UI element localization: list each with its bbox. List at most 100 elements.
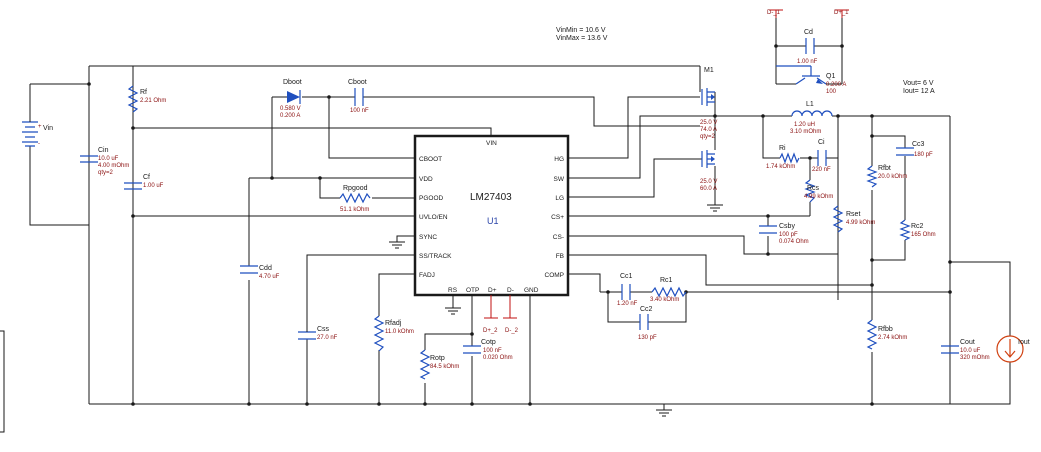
ic-name: LM27403 xyxy=(470,192,512,203)
rfbb-value: 2.74 kOhm xyxy=(878,335,907,341)
cin-qty: qty=2 xyxy=(98,170,114,176)
voltage-source-icon xyxy=(22,120,38,147)
ci-ref: Ci xyxy=(818,139,825,146)
pin-hg: HG xyxy=(554,156,564,163)
pin-sync: SYNC xyxy=(419,234,437,241)
cf-capacitor[interactable]: Cf 1.00 uF xyxy=(124,174,164,190)
cdd-capacitor[interactable]: Cdd 4.70 uF xyxy=(240,265,280,280)
ground-icon xyxy=(389,241,405,249)
wires xyxy=(29,18,1011,405)
dboot-if: 0.200 A xyxy=(280,113,300,119)
junctions xyxy=(87,44,952,406)
diff-port-2[interactable]: D+_2 D-_2 xyxy=(483,295,519,334)
dport2-minus: D-_2 xyxy=(505,328,519,334)
ground-icon xyxy=(707,204,723,212)
rc2-value: 165 Ohm xyxy=(911,232,936,238)
csby-capacitor[interactable]: Csby 100 pF 0.074 Ohm xyxy=(759,223,809,245)
cc1-ref: Cc1 xyxy=(620,273,633,280)
pin-cs-minus: CS- xyxy=(553,234,564,241)
rfbb-ref: Rfbb xyxy=(878,326,893,333)
rpgood-ref: Rpgood xyxy=(343,185,368,192)
current-sink-icon xyxy=(996,335,1024,363)
pin-cs-plus: CS+ xyxy=(551,214,564,221)
vin-minus: - xyxy=(38,141,40,147)
q1-transistor[interactable]: Q1 0.200 A 100 xyxy=(776,65,846,95)
vin-source[interactable]: + - Vin xyxy=(22,120,53,147)
css-ref: Css xyxy=(317,326,330,333)
dboot-diode[interactable]: Dboot 0.580 V 0.200 A xyxy=(280,79,302,119)
cc3-value: 180 pF xyxy=(914,152,933,158)
rfadj-resistor[interactable]: Rfadj 11.0 kOhm xyxy=(373,315,414,352)
rc2-resistor[interactable]: Rc2 165 Ohm xyxy=(899,219,936,241)
q1-ref: Q1 xyxy=(826,73,835,80)
m1-mosfets[interactable]: M1 25.0 V 74.0 A qty=2 25.0 V 60.0 A xyxy=(700,67,717,192)
pin-dplus: D+ xyxy=(488,287,497,294)
ic-ref: U1 xyxy=(487,216,499,226)
cc2-value: 130 pF xyxy=(638,335,657,341)
spec-iout: Iout= 12 A xyxy=(903,88,935,95)
ri-resistor[interactable]: Ri 1.74 kOhm xyxy=(766,145,800,170)
cotp-capacitor[interactable]: Cotp 100 nF 0.020 Ohm xyxy=(463,339,513,361)
diode-icon xyxy=(287,90,301,104)
m1-high-id: 74.0 A xyxy=(700,127,717,133)
cin-ref: Cin xyxy=(98,147,109,154)
cf-value: 1.00 uF xyxy=(143,183,164,189)
css-capacitor[interactable]: Css 27.0 nF xyxy=(298,325,338,341)
rf-resistor[interactable]: Rf 2.21 Ohm xyxy=(127,85,166,113)
pin-dminus: D- xyxy=(507,287,514,294)
rset-resistor[interactable]: Rset 4.99 kOhm xyxy=(832,205,875,233)
rfbb-resistor[interactable]: Rfbb 2.74 kOhm xyxy=(866,319,907,350)
rcs-resistor[interactable]: Rcs 4.99 kOhm xyxy=(804,179,833,203)
cout-value: 10.0 uF xyxy=(960,348,981,354)
cc2-capacitor[interactable]: Cc2 130 pF xyxy=(638,306,657,341)
cd-capacitor[interactable]: Cd 1.00 nF xyxy=(797,29,818,65)
cdd-value: 4.70 uF xyxy=(259,274,280,280)
l1-dcr: 3.10 mOhm xyxy=(790,129,821,135)
rotp-ref: Rotp xyxy=(430,355,445,362)
rotp-resistor[interactable]: Rotp 84.5 kOhm xyxy=(419,349,459,380)
csby-esr: 0.074 Ohm xyxy=(779,239,809,245)
m1-low-vds: 25.0 V xyxy=(700,179,717,185)
rset-value: 4.99 kOhm xyxy=(846,220,875,226)
cboot-ref: Cboot xyxy=(348,79,367,86)
rfbt-ref: Rfbt xyxy=(878,165,891,172)
rfadj-ref: Rfadj xyxy=(385,320,402,327)
pin-vdd: VDD xyxy=(419,176,433,183)
frame-edge xyxy=(0,330,5,433)
pin-otp: OTP xyxy=(466,287,479,294)
rc1-resistor[interactable]: Rc1 3.40 kOhm xyxy=(650,277,687,303)
rotp-value: 84.5 kOhm xyxy=(430,364,459,370)
cd-value: 1.00 nF xyxy=(797,59,818,65)
pin-sw: SW xyxy=(554,176,565,183)
rc1-value: 3.40 kOhm xyxy=(650,297,679,303)
cc3-capacitor[interactable]: Cc3 180 pF xyxy=(896,141,933,158)
ic-u1[interactable]: LM27403 U1 VIN CBOOT VDD PGOOD UVLO/EN S… xyxy=(413,134,570,297)
l1-inductor[interactable]: L1 1.20 uH 3.10 mOhm xyxy=(790,101,833,135)
l1-ref: L1 xyxy=(806,101,814,108)
iout-load[interactable]: Iout xyxy=(996,335,1030,363)
cc1-value: 1.20 nF xyxy=(617,301,638,307)
m1-low-id: 60.0 A xyxy=(700,186,717,192)
bjt-icon xyxy=(776,65,827,85)
cc1-capacitor[interactable]: Cc1 1.20 nF xyxy=(617,273,638,307)
css-value: 27.0 nF xyxy=(317,335,338,341)
rcs-ref: Rcs xyxy=(807,185,820,192)
cboot-capacitor[interactable]: Cboot 100 nF xyxy=(348,79,369,114)
cotp-esr: 0.020 Ohm xyxy=(483,355,513,361)
spec-vout: Vout= 6 V xyxy=(903,80,934,87)
rpgood-value: 51.1 kOhm xyxy=(340,207,369,213)
rfbt-resistor[interactable]: Rfbt 20.0 kOhm xyxy=(866,165,907,188)
rpgood-resistor[interactable]: Rpgood 51.1 kOhm xyxy=(339,185,371,213)
dboot-vf: 0.580 V xyxy=(280,106,301,112)
cin-capacitor[interactable]: Cin 10.0 uF 4.00 mOhm qty=2 xyxy=(80,147,129,176)
rc2-ref: Rc2 xyxy=(911,223,924,230)
ci-capacitor[interactable]: Ci 220 nF xyxy=(812,139,831,173)
rf-value: 2.21 Ohm xyxy=(140,98,166,104)
rf-ref: Rf xyxy=(140,89,147,96)
cout-capacitor[interactable]: Cout 10.0 uF 320 mOhm xyxy=(941,339,990,361)
cc3-ref: Cc3 xyxy=(912,141,925,148)
pin-pgood: PGOOD xyxy=(419,195,444,202)
iout-ref: Iout xyxy=(1018,339,1030,346)
rc1-ref: Rc1 xyxy=(660,277,673,284)
diff-port-1[interactable]: D-_1 D+_1 xyxy=(767,9,849,18)
